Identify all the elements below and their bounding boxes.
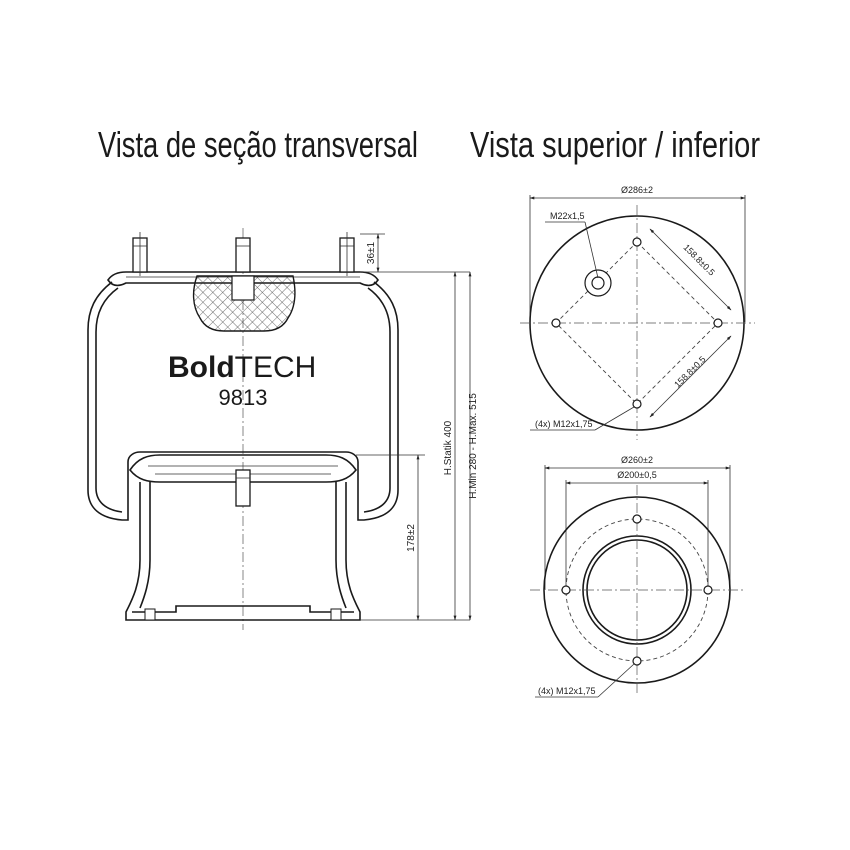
bottom-stud-hole bbox=[703, 585, 713, 595]
range-height-label: H.Min 280 - H.Max. 515 bbox=[468, 393, 479, 499]
top-stud-hole bbox=[551, 318, 561, 328]
static-height-label: H.Statik 400 bbox=[443, 420, 454, 475]
top-stud-center bbox=[235, 237, 251, 273]
top-studs-label: (4x) M12x1,75 bbox=[535, 419, 593, 429]
stud-pattern-square bbox=[555, 241, 719, 405]
stud-height-label: 36±1 bbox=[366, 241, 377, 264]
top-studs-leader bbox=[594, 406, 635, 431]
section-view-title: Vista de seção transversal bbox=[98, 124, 418, 165]
top-stud-hole bbox=[632, 399, 642, 409]
top-stud-left bbox=[132, 232, 148, 276]
top-stud-right bbox=[339, 232, 355, 276]
piston-inner-body bbox=[139, 482, 347, 609]
top-diameter-label: Ø286±2 bbox=[621, 185, 653, 195]
top-stud-hole bbox=[713, 318, 723, 328]
bottom-view: Ø260±2 Ø200±0,5 (4x) M12x1,75 bbox=[530, 455, 745, 698]
top-bead-plate bbox=[107, 271, 379, 287]
brand-logo: BoldTECH bbox=[168, 351, 316, 384]
top-bottom-view-title: Vista superior / inferior bbox=[470, 124, 760, 165]
bottom-studs-leader bbox=[597, 663, 635, 698]
section-view: BoldTECH 9813 36±1 178±2 H.Statik 400 H.… bbox=[87, 228, 479, 630]
top-view: Ø286±2 158.8±0.5 158.8±0,5 M22x1,5 (4x) … bbox=[520, 185, 755, 440]
piston-top bbox=[129, 454, 357, 483]
piston-bolt bbox=[235, 469, 251, 507]
air-fitting-label: M22x1,5 bbox=[550, 211, 585, 221]
bellows-inner-wall-right bbox=[363, 287, 391, 513]
dim-spacing-a bbox=[649, 228, 732, 311]
spacing-a-label: 158.8±0.5 bbox=[681, 242, 716, 277]
bottom-stud-hole bbox=[561, 585, 571, 595]
air-fitting-inner bbox=[591, 276, 605, 290]
dim-spacing-b bbox=[649, 335, 732, 418]
spacing-b-label: 158.8±0,5 bbox=[672, 354, 707, 389]
bolt-circle-label: Ø200±0,5 bbox=[617, 470, 656, 480]
model-number: 9813 bbox=[219, 385, 268, 410]
piston-height-label: 178±2 bbox=[406, 524, 417, 552]
bump-stop bbox=[192, 275, 296, 332]
top-stud-hole bbox=[632, 237, 642, 247]
piston-base bbox=[132, 605, 354, 613]
air-fitting-leader bbox=[584, 221, 599, 279]
base-stud-left bbox=[144, 608, 156, 621]
piston-body bbox=[125, 482, 361, 621]
bellows-outer-wall bbox=[87, 281, 399, 521]
bottom-stud-hole bbox=[632, 656, 642, 666]
bellows-inner-wall bbox=[95, 287, 123, 513]
base-stud-right bbox=[330, 608, 342, 621]
bottom-diameter-label: Ø260±2 bbox=[621, 455, 653, 465]
bottom-stud-hole bbox=[632, 514, 642, 524]
bottom-studs-label: (4x) M12x1,75 bbox=[538, 686, 596, 696]
bumper-insert bbox=[231, 275, 255, 301]
